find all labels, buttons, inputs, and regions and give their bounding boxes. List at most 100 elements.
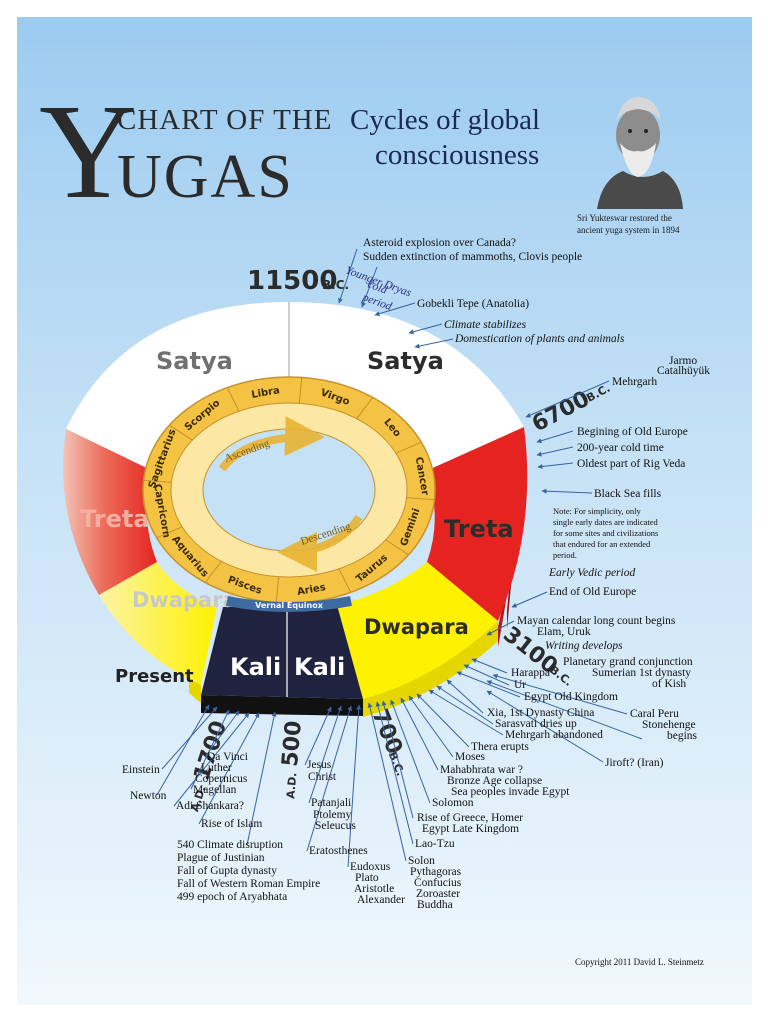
jiroft: Jiroft? (Iran) [605,757,664,769]
dwapara-left-label: Dwapara [132,588,237,612]
connector-arrow [471,658,508,674]
connector-arrow [408,695,454,758]
connector-arrow [347,704,362,868]
aryabhata: 499 epoch of Aryabhata [177,891,287,903]
eudoxus: Eudoxus [350,861,391,873]
writing-develops: Writing develops [545,640,623,652]
confucius: Confucius [414,877,462,889]
portrait-image [597,97,683,209]
fall-of-gupta: Fall of Gupta dynasty [177,865,277,877]
date-6700-era: B.C. [584,382,612,405]
einstein: Einstein [122,764,160,776]
zodiac-divider [385,539,409,556]
buddha: Buddha [417,899,453,911]
connector-arrow [416,693,470,748]
connector-arrow [381,700,414,819]
subtitle-line-1: Cycles of global [350,104,540,136]
title-line-2: UGAS [117,143,294,211]
note-line-1: Note: For simplicity, only [553,506,642,516]
cold-time: 200-year cold time [577,442,664,454]
treta-right-segment [426,427,528,621]
bronze-age-collapse: Bronze Age collapse [447,775,542,787]
plato: Plato [355,872,379,884]
annotations: Younger Dryas cold period Asteroid explo… [122,237,710,911]
seleucus: Seleucus [315,820,356,832]
zodiac-divider [275,576,280,603]
moses: Moses [455,751,486,763]
connector-arrow [486,690,604,763]
pythagoras: Pythagoras [410,866,462,878]
present-label: Present [115,666,194,687]
connector-arrow [486,620,515,636]
fall-of-rome: Fall of Western Roman Empire [177,878,320,890]
da-vinci: Da Vinci [207,751,248,763]
dwapara-left-segment [99,562,217,685]
kali-right-label: Kali [294,653,345,681]
zodiac-sign-libra: Libra [251,385,281,401]
connector-arrow [306,705,353,852]
copernicus: Copernicus [195,773,248,785]
end-old-europe: End of Old Europe [549,586,636,598]
zodiac-divider [356,397,374,420]
climate-disruption-540: 540 Climate disruption [177,839,283,851]
elam-uruk: Elam, Uruk [537,626,591,638]
connector-arrow [204,710,240,758]
eratosthenes: Eratosthenes [309,845,368,857]
vernal-equinox-label: Vernal Equinox [255,601,324,610]
connector-arrow [492,673,628,715]
yuga-labels: Satya Satya Treta Treta Dwapara Dwapara … [80,347,514,687]
connector-arrow [361,266,378,308]
patanjali: Patanjali [311,797,351,809]
aristotle: Aristotle [354,883,394,895]
kali-left-label: Kali [230,653,281,681]
mehrgarh-abandoned: Mehrgarh abandoned [505,729,603,741]
connector-arrow [537,462,574,469]
connector-arrow [541,488,593,494]
connector-arrow [511,591,548,608]
magellan: Magellan [193,784,237,796]
zodiac-sign-aries: Aries [296,582,326,598]
connector-arrow [414,338,454,349]
date-500-era: A.D. [284,772,299,799]
note-line-5: period. [553,550,577,560]
connector-arrow [463,664,510,686]
asteroid-line-1: Asteroid explosion over Canada? [363,237,516,249]
zodiac-divider [226,387,240,412]
date-500: 500 [278,720,307,768]
title-line-1: CHART OF THE [117,104,332,136]
newton: Newton [130,790,167,802]
dwapara-right-label: Dwapara [364,615,469,639]
connector-arrow [536,430,574,444]
plague-of-justinian: Plague of Justinian [177,852,265,864]
connector-arrow [408,323,443,335]
rise-of-greece: Rise of Greece, Homer [417,812,523,824]
solomon: Solomon [432,797,474,809]
asteroid-line-2: Sudden extinction of mammoths, Clovis pe… [363,251,582,263]
date-11500: 11500 [247,266,337,296]
mayan-calendar: Mayan calendar long count begins [517,615,676,627]
connector-arrow [525,380,610,418]
connector-arrow [400,697,439,771]
date-11500-era: B.C. [322,278,349,292]
zodiac-divider [395,441,422,454]
zodiac-divider [406,497,435,501]
satya-left-label: Satya [156,347,233,375]
connector-arrow [190,709,230,790]
treta-left-label: Treta [80,505,150,533]
mahabharata: Mahabhrata war ? [440,764,523,776]
connector-arrow [374,302,416,317]
zodiac-divider [338,568,352,593]
connector-arrows [156,248,643,868]
rise-of-islam: Rise of Islam [201,818,262,830]
connector-arrow [198,712,260,825]
egypt-late-kingdom: Egypt Late Kingdom [422,823,519,835]
zodiac-divider [298,377,303,404]
climate-line-1: Climate stabilizes [444,319,527,331]
planetary-conjunction: Planetary grand conjunction [563,656,693,668]
subtitle-line-2: consciousness [375,139,539,171]
black-sea: Black Sea fills [594,488,662,500]
mehrgarh: Mehrgarh [612,376,657,388]
ptolemy: Ptolemy [313,809,352,821]
yuga-chart-diagram: Y CHART OF THE UGAS Cycles of global con… [39,77,710,967]
treta-left-segment [63,429,158,595]
